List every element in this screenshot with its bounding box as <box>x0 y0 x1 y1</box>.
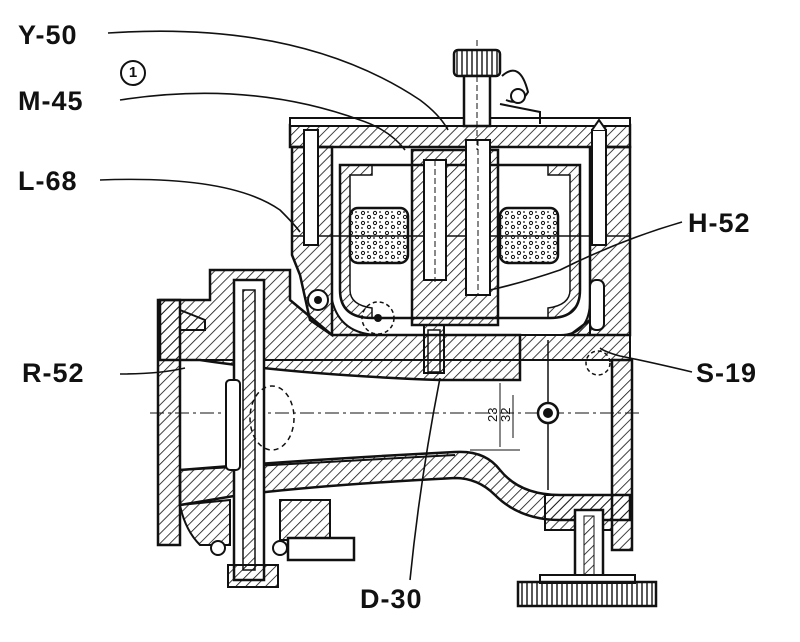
bottom-drain-cap <box>516 508 658 608</box>
needle-valve-assembly <box>410 139 500 374</box>
idle-screw <box>307 289 395 335</box>
dim-label-inner: 23 <box>485 408 500 422</box>
throttle-spindle <box>210 278 356 588</box>
throat-gauge <box>536 340 560 490</box>
leader-y50 <box>107 30 449 131</box>
plug-s19 <box>585 350 611 376</box>
label-y50: Y-50 <box>18 20 78 50</box>
label-h52: H-52 <box>688 208 751 238</box>
leader-lines <box>99 30 693 581</box>
leader-s19 <box>599 347 693 373</box>
label-l68: L-68 <box>18 166 78 196</box>
label-s19: S-19 <box>696 358 758 388</box>
cover-bolts <box>303 118 607 331</box>
leader-d30 <box>409 377 441 581</box>
label-r52: R-52 <box>22 358 85 388</box>
leader-h52 <box>489 221 683 291</box>
leader-l68 <box>99 178 301 233</box>
dim-label-outer: 32 <box>498 408 513 422</box>
label-m45: M-45 <box>18 86 84 116</box>
label-d30: D-30 <box>360 584 423 614</box>
dimension-23-32: 23 32 <box>470 379 520 451</box>
leader-r52 <box>119 367 186 375</box>
bowl-cover <box>288 117 632 149</box>
top-adjuster <box>452 40 541 150</box>
label-m45-note: 1 <box>120 60 146 86</box>
leader-m45 <box>119 92 406 151</box>
